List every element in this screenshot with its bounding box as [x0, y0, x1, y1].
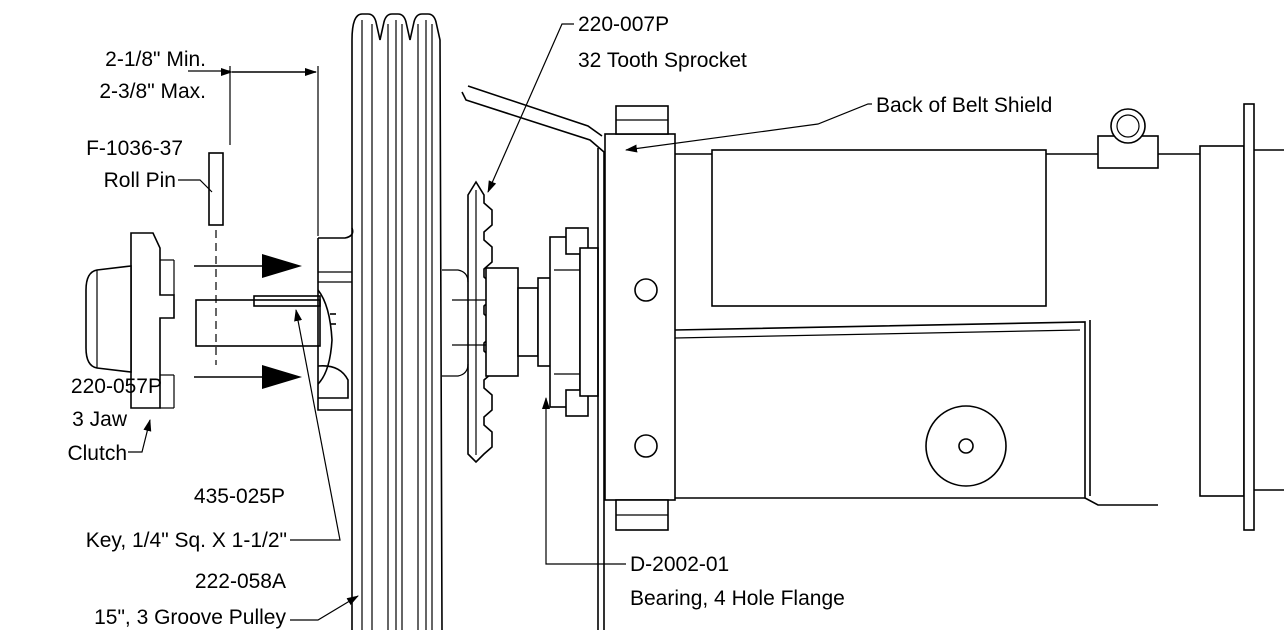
leader-lines	[128, 23, 872, 621]
roll-pin-part-label: F-1036-37	[86, 137, 183, 160]
pulley-hub	[317, 227, 354, 411]
clutch-part-label: 220-057P	[71, 375, 162, 398]
pulley	[351, 13, 443, 631]
mount-plate	[604, 105, 676, 531]
flange-bearing	[537, 227, 599, 417]
dimension-max-label: 2-3/8" Max.	[99, 80, 206, 103]
assembly-arrows	[194, 254, 302, 389]
key-desc-label: Key, 1/4" Sq. X 1-1/2"	[86, 529, 287, 552]
clutch-desc-label-1: 3 Jaw	[72, 408, 128, 431]
shaft	[195, 295, 321, 347]
clutch-desc-label-2: Clutch	[67, 442, 127, 465]
sprocket-desc-label: 32 Tooth Sprocket	[578, 49, 747, 72]
pulley-desc-label: 15", 3 Groove Pulley	[94, 606, 286, 629]
dimension-min-label: 2-1/8" Min.	[105, 48, 206, 71]
pulley-part-label: 222-058A	[195, 570, 286, 593]
belt-shield	[461, 85, 605, 630]
three-jaw-clutch	[85, 232, 175, 409]
motor-frame	[674, 103, 1284, 531]
belt-shield-label: Back of Belt Shield	[876, 94, 1052, 117]
sprocket	[442, 180, 539, 464]
sprocket-part-label: 220-007P	[578, 13, 669, 36]
dimension-gap	[188, 66, 319, 236]
key-part-label: 435-025P	[194, 485, 285, 508]
bearing-part-label: D-2002-01	[630, 553, 729, 576]
roll-pin-desc-label: Roll Pin	[104, 169, 176, 192]
bearing-desc-label: Bearing, 4 Hole Flange	[630, 587, 845, 610]
roll-pin	[208, 152, 224, 365]
